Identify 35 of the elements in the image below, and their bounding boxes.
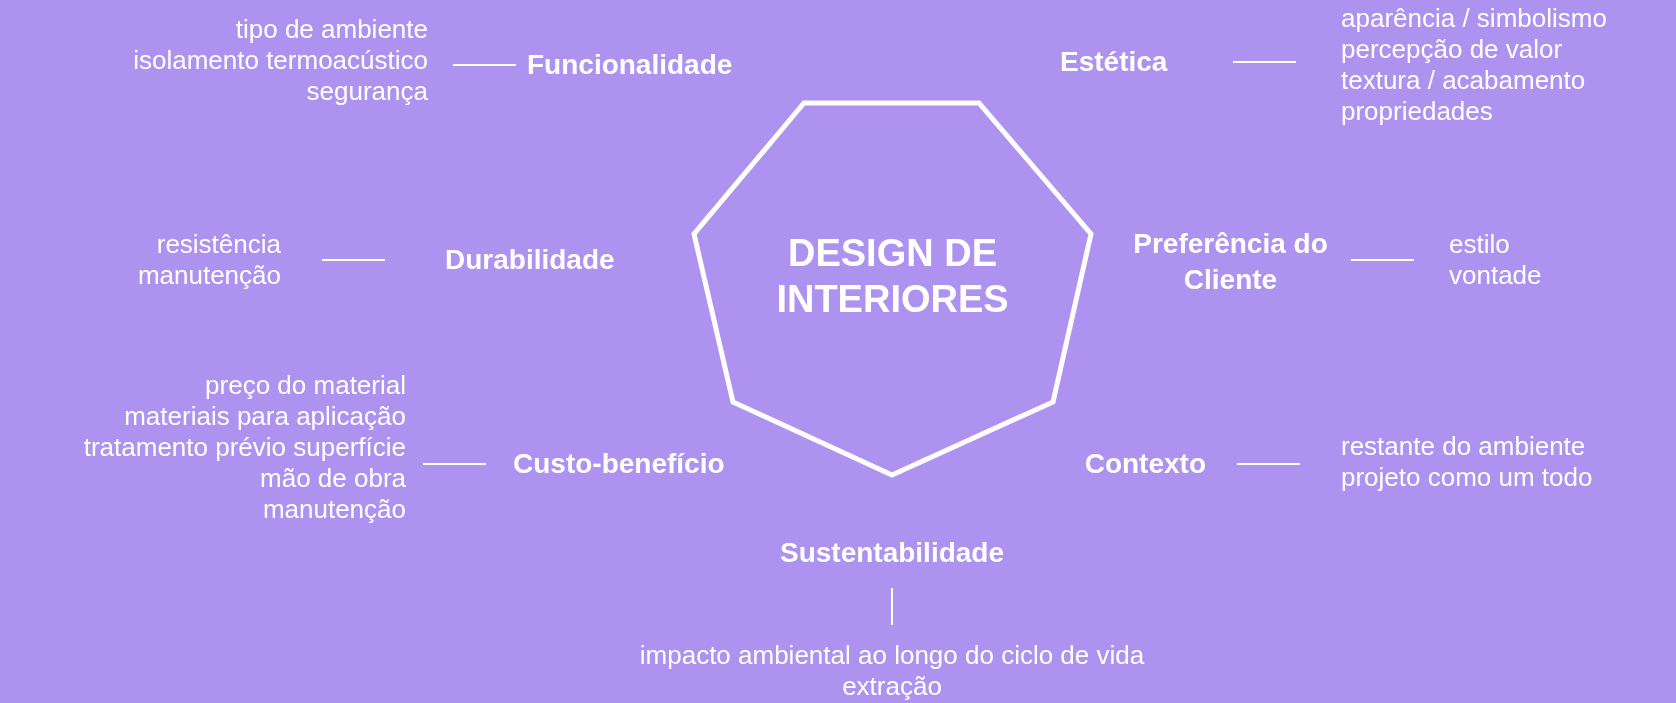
detail-item: isolamento termoacústico (132, 45, 428, 76)
detail-item: segurança (305, 76, 428, 107)
detail-item: mão de obra (259, 463, 406, 494)
detail-item: resistência (155, 229, 281, 260)
detail-item: percepção de valor (1341, 34, 1564, 65)
detail-item: aparência / simbolismo (1341, 3, 1608, 34)
center-title: DESIGN DE INTERIORES (775, 231, 1010, 322)
category-label: Estética (1060, 44, 1233, 80)
detail-item: projeto como um todo (1341, 462, 1594, 493)
detail-item: preço do material (204, 370, 406, 401)
detail-item: propriedades (1341, 96, 1494, 127)
detail-item: estilo (1449, 229, 1511, 260)
connector-line (1236, 463, 1301, 465)
category-label: Contexto (1030, 446, 1237, 482)
detail-item: textura / acabamento (1341, 65, 1587, 96)
connector-line (891, 587, 893, 626)
detail-item: manutenção (136, 260, 281, 291)
connector-line (1350, 259, 1415, 261)
connector-line (452, 64, 517, 66)
detail-item: tratamento prévio superfície (82, 432, 406, 463)
detail-item: materiais para aplicação (123, 401, 406, 432)
category-label: Custo-benefício (486, 446, 790, 482)
detail-item: restante do ambiente (1341, 431, 1587, 462)
connector-line (1232, 61, 1297, 63)
detail-item: vontade (1449, 260, 1543, 291)
detail-item: impacto ambiental ao longo do ciclo de vida (638, 640, 1146, 671)
detail-item: extração (841, 671, 943, 702)
category-label: Durabilidade (385, 242, 680, 278)
detail-item: manutenção (261, 494, 406, 525)
connector-line (422, 463, 487, 465)
category-label: Preferência do Cliente (1110, 226, 1351, 298)
category-label: Funcionalidade (516, 47, 800, 83)
connector-line (321, 259, 386, 261)
category-label: Sustentabilidade (700, 535, 1084, 588)
detail-item: tipo de ambiente (234, 14, 428, 45)
